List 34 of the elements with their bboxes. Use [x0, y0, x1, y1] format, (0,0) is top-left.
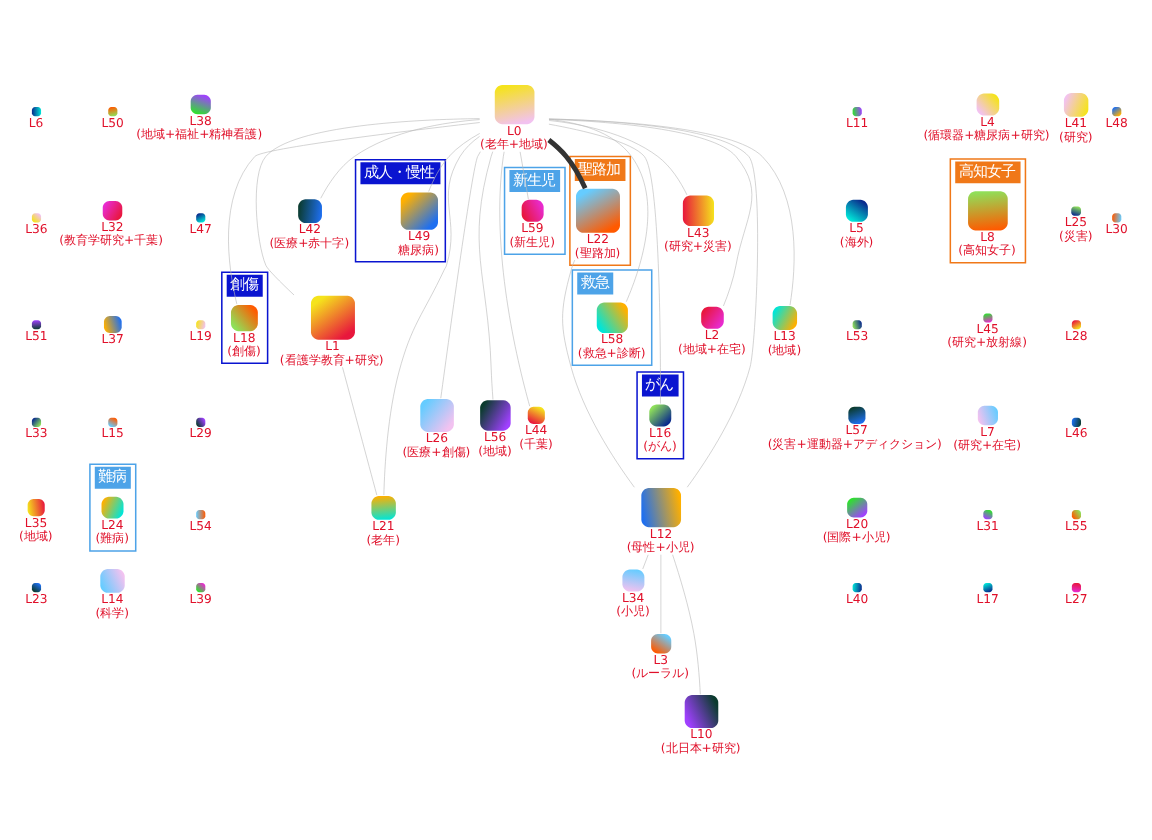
node-box: [494, 85, 535, 125]
node-box: [420, 398, 454, 432]
connector: [548, 120, 688, 196]
node-box: [596, 302, 628, 333]
connector: [548, 118, 795, 306]
connector: [440, 151, 481, 399]
connector: [478, 151, 494, 400]
node-box: [231, 304, 258, 332]
connector: [548, 123, 661, 404]
connector: [519, 151, 529, 200]
node-box: [480, 400, 511, 431]
node-box: [772, 306, 798, 330]
node-box: [968, 191, 1008, 231]
node-box: [682, 195, 714, 227]
connector: [548, 118, 758, 488]
connector: [548, 119, 649, 303]
connector: [255, 118, 480, 296]
node-box: [576, 188, 620, 233]
node-box: [1063, 93, 1089, 117]
connector: [320, 119, 480, 199]
connector: [428, 133, 480, 192]
connector: [342, 366, 378, 496]
connector: [642, 554, 649, 570]
node-box: [298, 199, 322, 224]
node-box: [100, 569, 125, 593]
connector: [383, 136, 480, 496]
node-box: [310, 295, 355, 340]
connector: [499, 151, 530, 407]
node-box: [400, 192, 438, 230]
connector: [672, 554, 701, 695]
node-box: [684, 695, 719, 729]
node-box: [371, 496, 396, 520]
connector: [548, 119, 753, 307]
node-box: [641, 488, 682, 528]
